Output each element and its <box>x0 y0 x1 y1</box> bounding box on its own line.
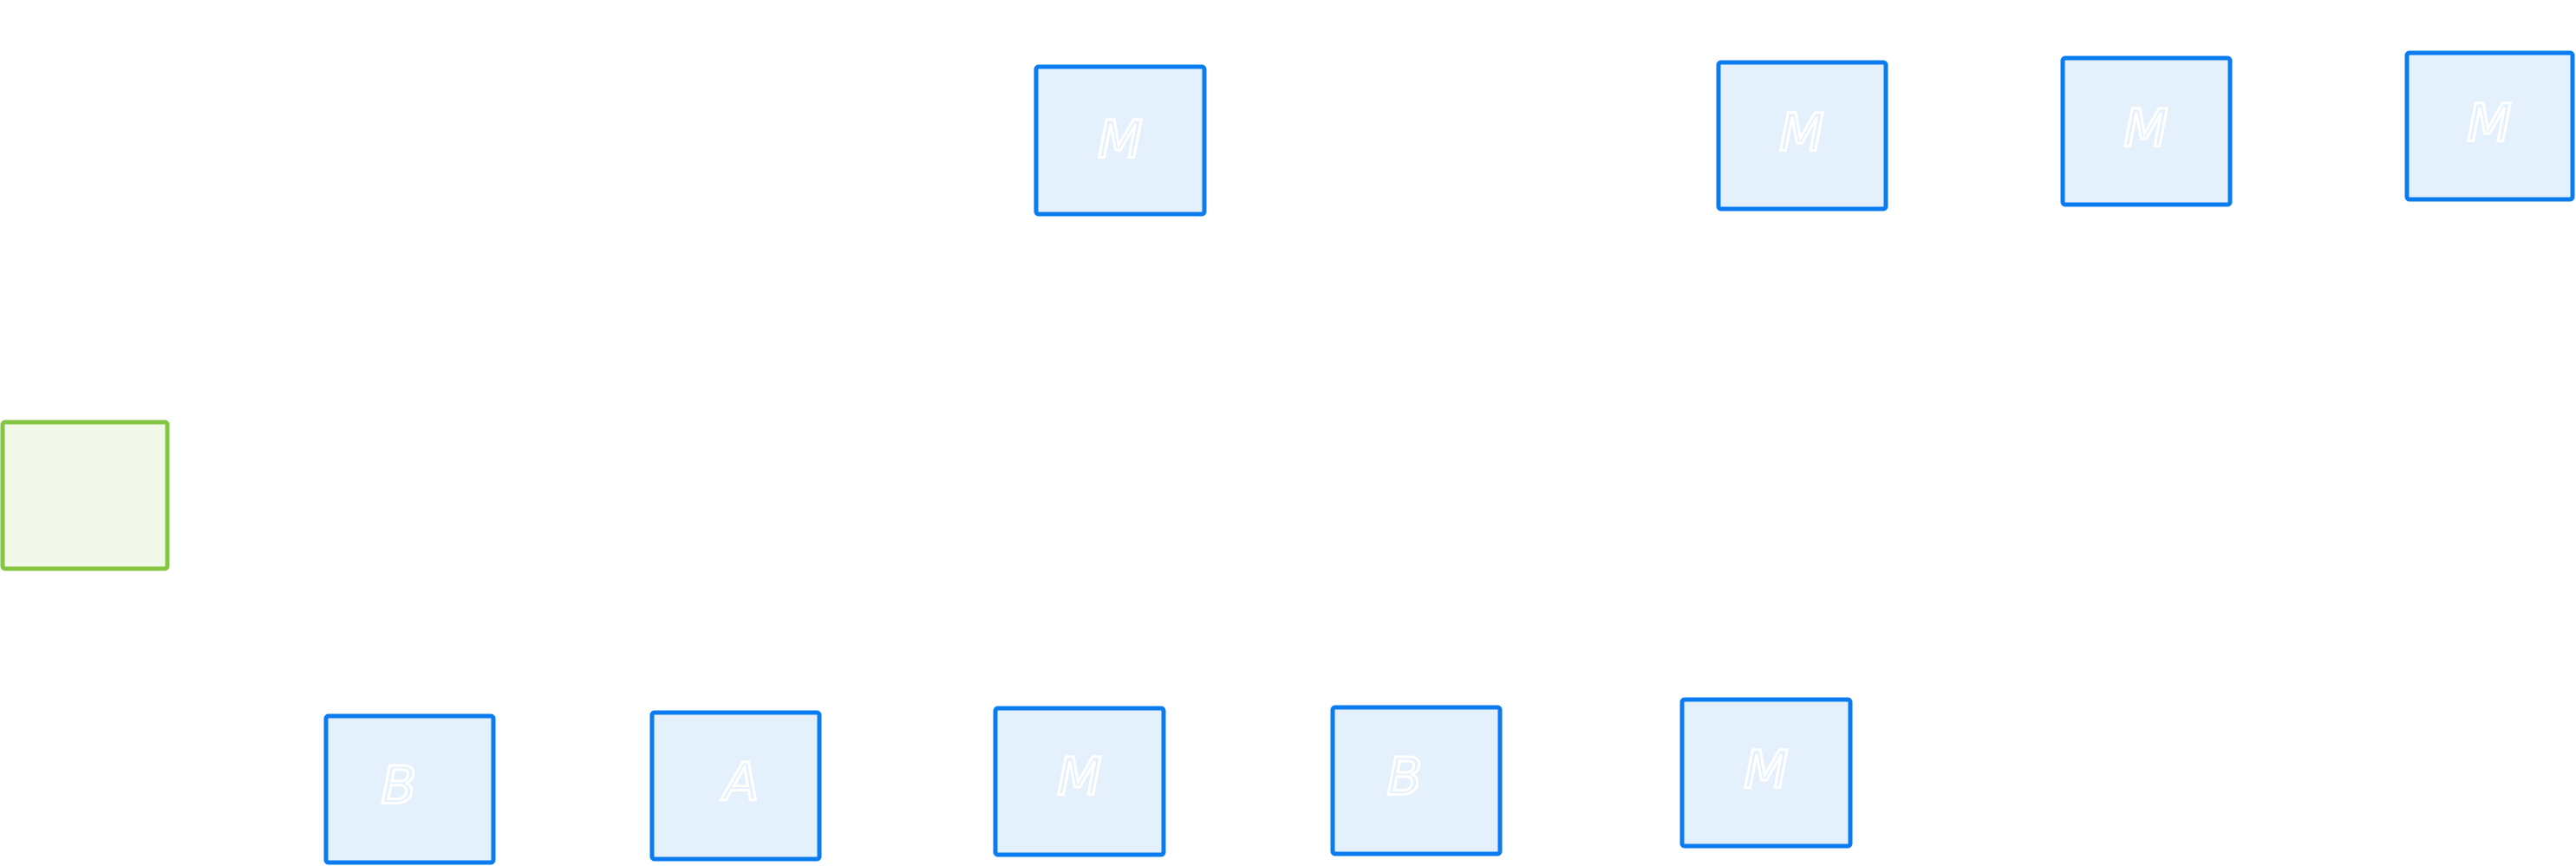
node-box <box>1679 697 1853 849</box>
node-box <box>1716 60 1888 212</box>
node-box <box>1034 64 1207 217</box>
node-label: B <box>1386 747 1422 808</box>
node-label: M <box>2467 94 2512 154</box>
node-top-2[interactable]: M <box>1716 60 1888 212</box>
node-box <box>649 710 822 862</box>
node-label: M <box>1779 103 1824 164</box>
node-label: M <box>2123 99 2168 160</box>
node-bottom-4[interactable]: B <box>1330 705 1503 856</box>
node-label: M <box>1744 740 1789 801</box>
node-bottom-2[interactable]: A <box>649 710 822 862</box>
node-label: B <box>381 756 416 817</box>
start-box <box>0 420 170 571</box>
node-box <box>2060 55 2233 207</box>
node-label: M <box>1057 747 1102 808</box>
node-box <box>323 713 496 865</box>
node-label: A <box>720 752 759 813</box>
node-bottom-3[interactable]: M <box>993 706 1166 857</box>
node-box <box>993 706 1166 857</box>
node-box <box>1330 705 1503 856</box>
node-top-1[interactable]: M <box>1034 64 1207 217</box>
node-box <box>2404 50 2575 202</box>
node-label: M <box>1098 110 1143 171</box>
node-top-3[interactable]: M <box>2060 55 2233 207</box>
node-bottom-1[interactable]: B <box>323 713 496 865</box>
node-top-4[interactable]: M <box>2404 50 2575 202</box>
node-bottom-5[interactable]: M <box>1679 697 1853 849</box>
node-start[interactable] <box>0 420 170 571</box>
